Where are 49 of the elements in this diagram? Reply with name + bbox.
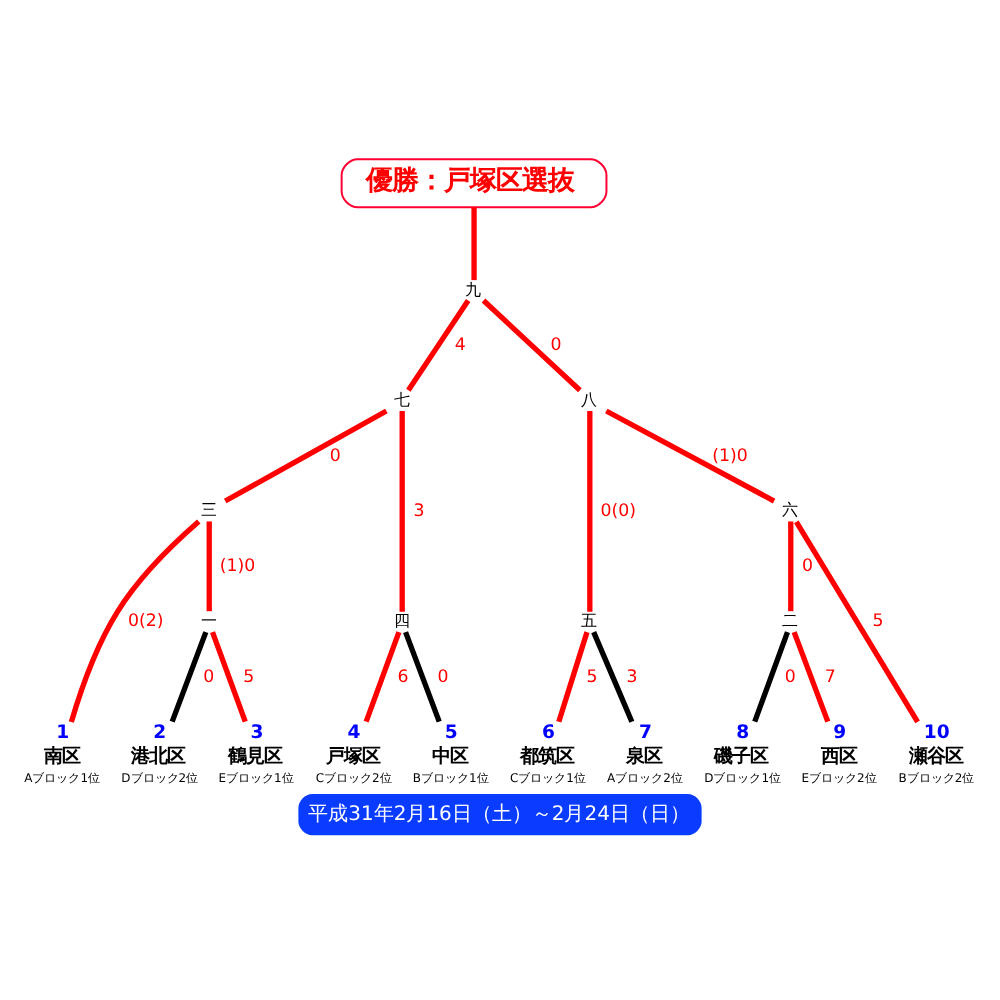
node-text: 2 港北区 [131,722,186,769]
connector [363,631,402,723]
node-text: 9 西区 [820,722,857,769]
node-text: 10 瀬谷区 [908,722,963,769]
edge-label: (1)0 [219,557,256,578]
connector [223,408,388,504]
node-box: 優勝：戸塚区選抜 [340,158,608,209]
edge-label: 6 [397,667,409,688]
connector [794,520,920,724]
connector [556,631,590,723]
edge-label: 0 [550,336,562,357]
node-text: 7 泉区 [626,722,663,769]
connector [169,631,209,723]
connector [399,411,405,612]
connector [788,521,794,612]
node-text: 8 磯子区 [714,722,769,769]
connector [471,207,477,281]
connector [406,299,471,392]
connector [210,631,248,723]
node-text: 5 中区 [432,722,469,769]
edge-label: 3 [626,667,638,688]
edge-label: 3 [413,501,425,522]
connector [481,298,582,393]
edge-label: 0 [437,667,449,688]
edge-label: (1)0 [712,446,748,467]
node-text: 1 南区 [43,722,80,769]
edge-label: 5 [872,612,884,633]
edge-label: 5 [586,667,598,688]
node-text: 6 都筑区 [519,722,574,769]
edge-label: 0 [784,667,796,688]
connector [587,411,593,612]
connector [791,631,831,723]
node-text: 3 鶴見区 [228,722,283,769]
connector [752,631,790,723]
edge-label: 0 [329,446,341,467]
edge-label: 0(2) [128,612,164,633]
connector [206,521,212,612]
edge-label: 5 [243,667,255,688]
connector [403,631,442,723]
node-text: 4 戸塚区 [325,722,380,769]
edge-label: 0(0) [600,501,636,522]
connector [591,631,635,723]
edge-label: 7 [824,667,836,688]
edge-label: 0 [802,557,814,578]
edge-label: 4 [454,336,466,357]
connector [605,408,776,504]
edge-label: 0 [203,667,215,688]
caption: 平成31年2月16日（土）～2月24日（日） [308,804,690,827]
connector [68,519,201,723]
